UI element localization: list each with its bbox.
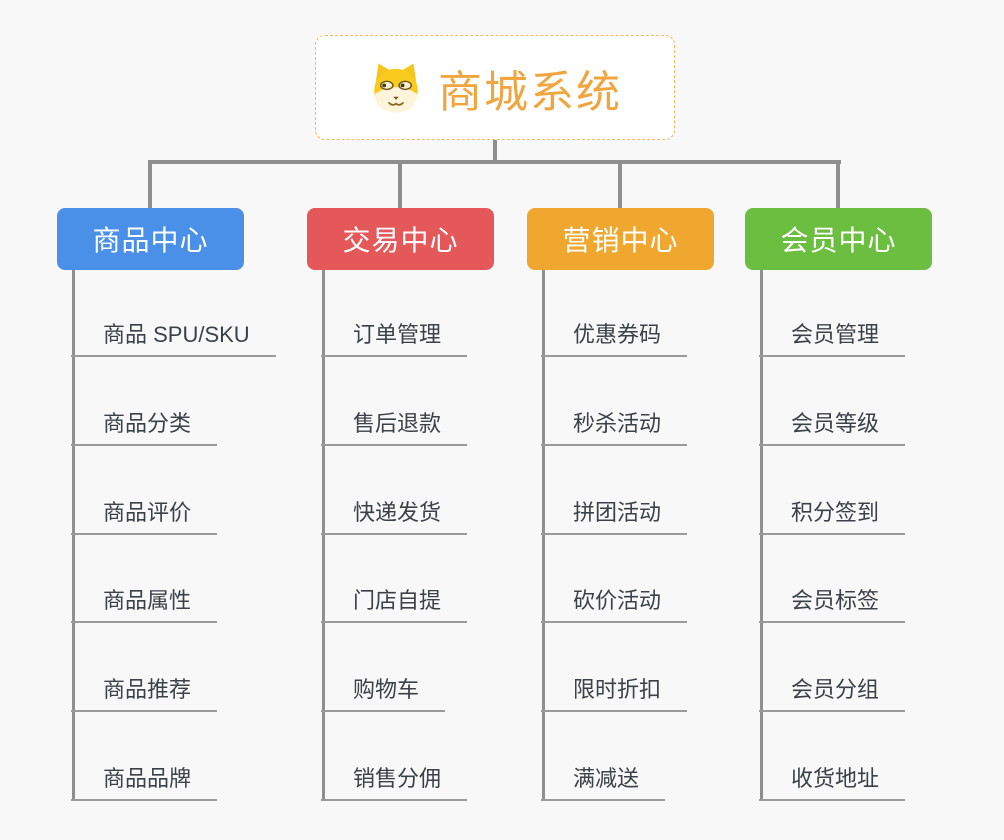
- branch-trade-center: 交易中心 订单管理 售后退款 快递发货 门店自提 购物车 销售分佣: [307, 208, 567, 818]
- connector-stub: [836, 160, 840, 210]
- connector-stub: [398, 160, 402, 210]
- child-node[interactable]: 购物车: [321, 675, 446, 712]
- child-node[interactable]: 商品分类: [71, 409, 218, 446]
- connector-root-stub: [493, 140, 497, 164]
- branch-node[interactable]: 交易中心: [307, 208, 494, 270]
- child-node[interactable]: 快递发货: [321, 498, 468, 535]
- branch-marketing-center: 营销中心 优惠券码 秒杀活动 拼团活动 砍价活动 限时折扣 满减送: [527, 208, 787, 818]
- root-node[interactable]: 商城系统: [315, 35, 675, 140]
- child-node[interactable]: 门店自提: [321, 586, 468, 623]
- branch-node[interactable]: 营销中心: [527, 208, 714, 270]
- child-node[interactable]: 售后退款: [321, 409, 468, 446]
- child-node[interactable]: 商品评价: [71, 498, 218, 535]
- connector-stub: [618, 160, 622, 210]
- child-node[interactable]: 商品属性: [71, 586, 218, 623]
- child-node[interactable]: 会员标签: [759, 586, 906, 623]
- child-node[interactable]: 订单管理: [321, 320, 468, 357]
- child-node[interactable]: 积分签到: [759, 498, 906, 535]
- child-node[interactable]: 秒杀活动: [541, 409, 688, 446]
- child-node[interactable]: 收货地址: [759, 764, 906, 801]
- child-node[interactable]: 会员管理: [759, 320, 906, 357]
- child-node[interactable]: 满减送: [541, 764, 666, 801]
- branch-product-center: 商品中心 商品 SPU/SKU 商品分类 商品评价 商品属性 商品推荐 商品品牌: [57, 208, 317, 818]
- child-node[interactable]: 商品 SPU/SKU: [71, 320, 276, 357]
- child-node[interactable]: 限时折扣: [541, 675, 688, 712]
- child-node[interactable]: 拼团活动: [541, 498, 688, 535]
- child-node[interactable]: 商品推荐: [71, 675, 218, 712]
- child-node[interactable]: 砍价活动: [541, 586, 688, 623]
- child-node[interactable]: 会员等级: [759, 409, 906, 446]
- root-title: 商城系统: [438, 67, 622, 117]
- branch-member-center: 会员中心 会员管理 会员等级 积分签到 会员标签 会员分组 收货地址: [745, 208, 1004, 818]
- connector-horizontal: [148, 160, 841, 164]
- doge-icon: [374, 63, 418, 112]
- child-node[interactable]: 销售分佣: [321, 764, 468, 801]
- child-node[interactable]: 商品品牌: [71, 764, 218, 801]
- connector-stub: [148, 160, 152, 210]
- child-node[interactable]: 优惠券码: [541, 320, 688, 357]
- branch-node[interactable]: 会员中心: [745, 208, 932, 270]
- child-node[interactable]: 会员分组: [759, 675, 906, 712]
- branch-node[interactable]: 商品中心: [57, 208, 244, 270]
